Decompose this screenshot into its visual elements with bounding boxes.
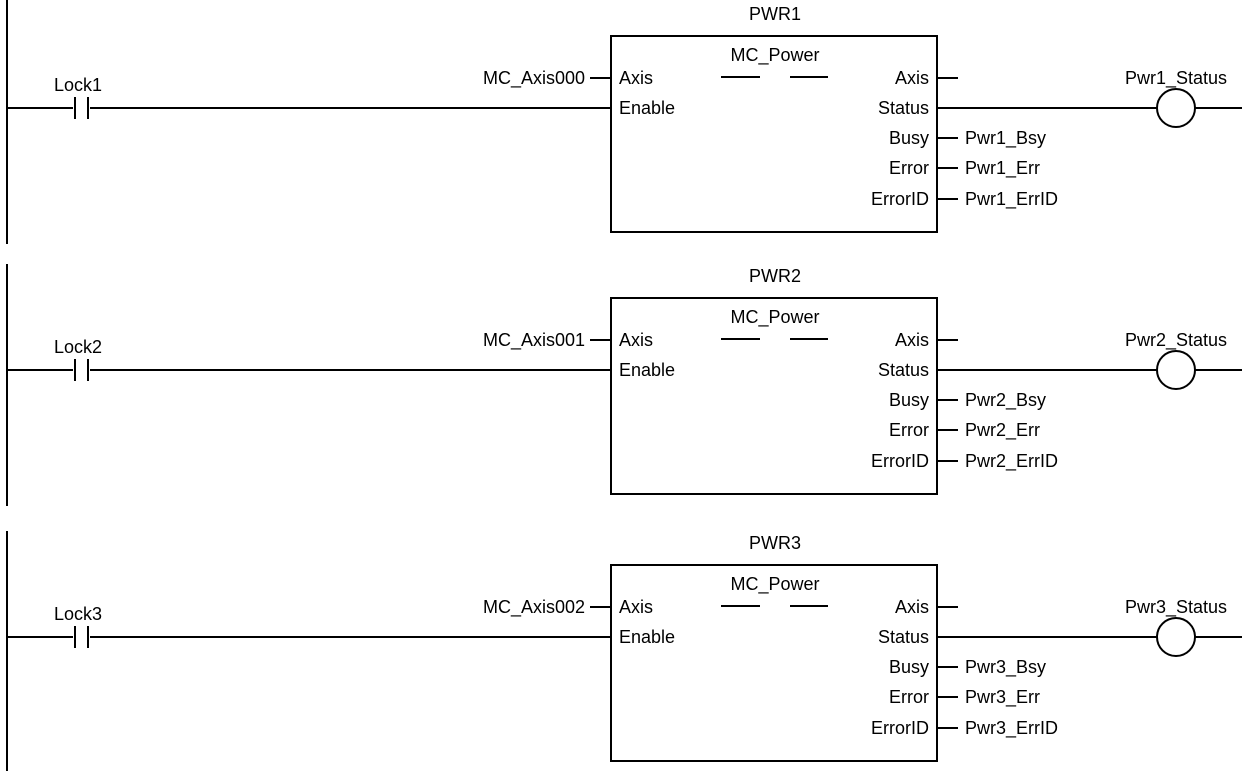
output-error: Error	[889, 687, 929, 707]
output-axis: Axis	[895, 68, 929, 88]
busy-variable: Pwr2_Bsy	[965, 390, 1046, 411]
instance-name: PWR1	[749, 4, 801, 24]
output-busy: Busy	[889, 128, 929, 148]
input-axis: Axis	[619, 597, 653, 617]
input-enable: Enable	[619, 360, 675, 380]
errorid-variable: Pwr1_ErrID	[965, 189, 1058, 210]
coil-label: Pwr3_Status	[1125, 597, 1227, 618]
function-block-name: MC_Power	[730, 45, 819, 66]
output-errorid: ErrorID	[871, 718, 929, 738]
contact-label: Lock1	[54, 75, 102, 95]
error-variable: Pwr3_Err	[965, 687, 1040, 708]
axis-variable-label: MC_Axis002	[483, 597, 585, 618]
normally-open-contact[interactable]	[74, 626, 89, 648]
function-block-name: MC_Power	[730, 307, 819, 328]
output-status: Status	[878, 360, 929, 380]
output-coil[interactable]	[1156, 350, 1196, 390]
function-block-box	[610, 35, 938, 233]
contact-label: Lock2	[54, 337, 102, 357]
instance-name: PWR2	[749, 266, 801, 286]
normally-open-contact[interactable]	[74, 97, 89, 119]
coil-label: Pwr2_Status	[1125, 330, 1227, 351]
instance-name: PWR3	[749, 533, 801, 553]
busy-variable: Pwr1_Bsy	[965, 128, 1046, 149]
output-axis: Axis	[895, 330, 929, 350]
errorid-variable: Pwr2_ErrID	[965, 451, 1058, 472]
axis-variable-label: MC_Axis001	[483, 330, 585, 351]
function-block[interactable]: MC_Power Axis Enable Axis Status Busy Er…	[610, 564, 938, 762]
normally-open-contact[interactable]	[74, 359, 89, 381]
input-axis: Axis	[619, 330, 653, 350]
coil-label: Pwr1_Status	[1125, 68, 1227, 89]
output-errorid: ErrorID	[871, 451, 929, 471]
output-status: Status	[878, 627, 929, 647]
output-error: Error	[889, 420, 929, 440]
function-block-name: MC_Power	[730, 574, 819, 595]
rung-2: Lock2 MC_Axis001 PWR2 MC_Power Axis Enab…	[6, 264, 1242, 506]
error-variable: Pwr2_Err	[965, 420, 1040, 441]
rung-3: Lock3 MC_Axis002 PWR3 MC_Power Axis Enab…	[6, 531, 1242, 771]
function-block-box	[610, 297, 938, 495]
axis-variable-label: MC_Axis000	[483, 68, 585, 89]
input-enable: Enable	[619, 627, 675, 647]
function-block-box	[610, 564, 938, 762]
rung-1: Lock1 MC_Axis000 PWR1 MC_Power Axis Enab…	[6, 0, 1242, 244]
input-axis: Axis	[619, 68, 653, 88]
output-busy: Busy	[889, 390, 929, 410]
busy-variable: Pwr3_Bsy	[965, 657, 1046, 678]
function-block[interactable]: MC_Power Axis Enable Axis Status Busy Er…	[610, 35, 938, 233]
output-errorid: ErrorID	[871, 189, 929, 209]
input-enable: Enable	[619, 98, 675, 118]
output-axis: Axis	[895, 597, 929, 617]
output-coil[interactable]	[1156, 88, 1196, 128]
error-variable: Pwr1_Err	[965, 158, 1040, 179]
contact-label: Lock3	[54, 604, 102, 624]
output-busy: Busy	[889, 657, 929, 677]
output-error: Error	[889, 158, 929, 178]
output-coil[interactable]	[1156, 617, 1196, 657]
function-block[interactable]: MC_Power Axis Enable Axis Status Busy Er…	[610, 297, 938, 495]
output-status: Status	[878, 98, 929, 118]
errorid-variable: Pwr3_ErrID	[965, 718, 1058, 739]
